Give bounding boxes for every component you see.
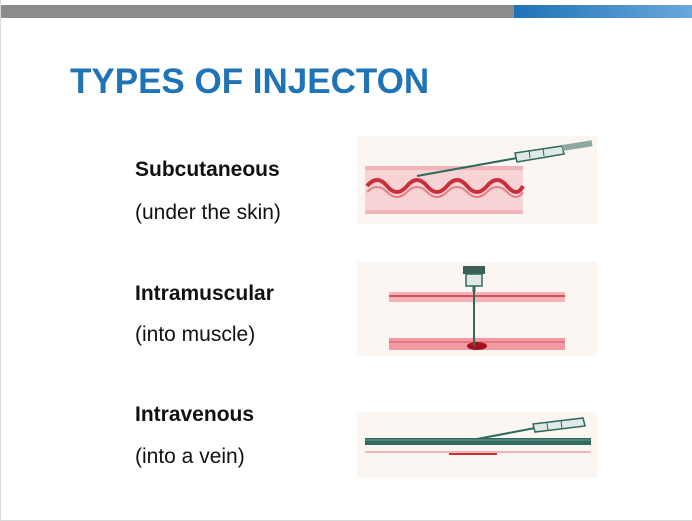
intravenous-injection-illustration <box>357 412 597 478</box>
item-desc-subcutaneous: (under the skin) <box>135 201 281 225</box>
slide-title: TYPES OF INJECTON <box>70 62 429 102</box>
subcutaneous-injection-illustration <box>357 136 597 224</box>
top-accent-bar <box>1 5 692 18</box>
item-title-intramuscular: Intramuscular <box>135 282 274 306</box>
top-bar-blue-segment <box>514 5 692 18</box>
item-title-subcutaneous: Subcutaneous <box>135 158 280 182</box>
item-desc-intravenous: (into a vein) <box>135 445 245 469</box>
intramuscular-injection-illustration <box>357 262 597 356</box>
item-title-intravenous: Intravenous <box>135 403 254 427</box>
top-bar-grey-segment <box>1 5 514 18</box>
item-desc-intramuscular: (into muscle) <box>135 323 255 347</box>
